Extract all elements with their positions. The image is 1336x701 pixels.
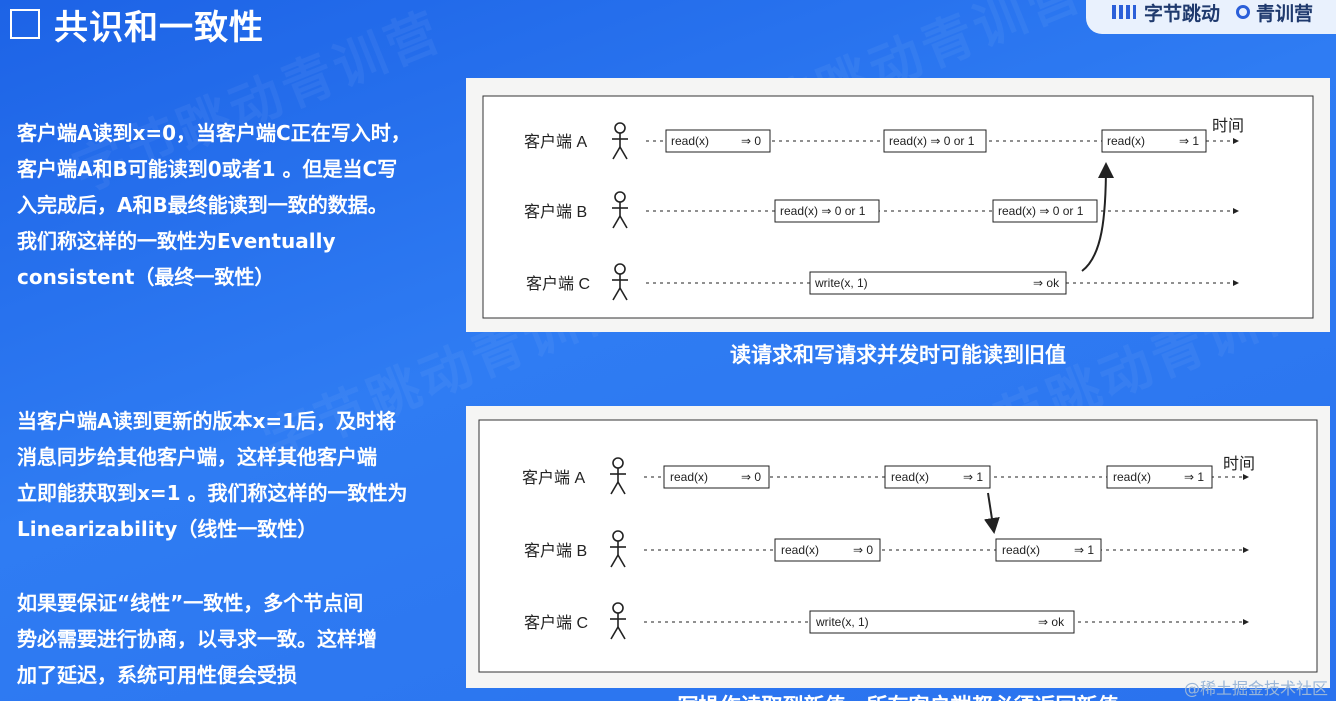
person-icon <box>612 122 628 160</box>
op-result: ⇒ 1 <box>963 470 983 484</box>
person-icon <box>610 530 626 568</box>
op-name: read(x) ⇒ 0 or 1 <box>998 204 1084 218</box>
client-label: 客户端 A <box>524 133 587 151</box>
client-label: 客户端 A <box>522 469 585 487</box>
person-icon <box>610 457 626 495</box>
caption-linear: 写操作读取到新值，所有客户端都必须返回新值 <box>466 690 1330 701</box>
op-result: ⇒ 0 <box>853 543 873 557</box>
op-box: read(x) ⇒ 0 or 1 <box>774 199 880 223</box>
op-box: read(x) ⇒ 0 <box>665 129 771 153</box>
title-text: 共识和一致性 <box>54 7 264 48</box>
op-box: read(x) ⇒ 1 <box>1101 129 1207 153</box>
op-result: ⇒ 0 <box>741 134 761 148</box>
time-label: 时间 <box>1212 117 1244 135</box>
client-c-row: 客户端 C write(x, 1) ⇒ ok <box>524 602 1249 640</box>
op-box: write(x, 1) ⇒ ok <box>809 610 1075 634</box>
op-box: read(x) ⇒ 0 <box>774 538 881 562</box>
person-icon <box>610 602 626 640</box>
sync-arrow <box>983 492 1000 534</box>
client-label: 客户端 C <box>524 614 588 632</box>
op-result: ⇒ ok <box>1038 615 1065 629</box>
op-box: read(x) ⇒ 0 or 1 <box>883 129 987 153</box>
op-box: read(x) ⇒ 1 <box>1106 465 1213 489</box>
client-label: 客户端 B <box>524 203 587 221</box>
op-box: write(x, 1) ⇒ ok <box>809 271 1067 295</box>
camp-name: 青训营 <box>1256 2 1314 25</box>
client-a-row: 客户端 A read(x) ⇒ 0 read(x) ⇒ 1 read(x) ⇒ … <box>522 457 1249 495</box>
client-a-row: 客户端 A read(x) ⇒ 0 read(x) ⇒ 0 or 1 read(… <box>524 122 1239 160</box>
client-b-row: 客户端 B read(x) ⇒ 0 read(x) ⇒ 1 <box>524 530 1249 568</box>
op-box: read(x) ⇒ 1 <box>995 538 1102 562</box>
brand-name: 字节跳动 <box>1144 2 1221 25</box>
op-result: ⇒ 1 <box>1074 543 1094 557</box>
brand-logo: 字节跳动 青训营 <box>1086 0 1336 34</box>
client-label: 客户端 C <box>526 275 590 293</box>
op-name: read(x) ⇒ 0 or 1 <box>780 204 866 218</box>
op-name: read(x) <box>670 470 708 484</box>
op-name: write(x, 1) <box>814 276 868 290</box>
site-watermark: @稀土掘金技术社区 <box>1183 679 1328 698</box>
op-name: read(x) <box>781 543 819 557</box>
page-title: 共识和一致性 <box>10 2 264 48</box>
time-label: 时间 <box>1223 455 1255 473</box>
op-name: read(x) <box>1107 134 1145 148</box>
bytedance-logo-icon <box>1112 5 1136 19</box>
op-name: read(x) <box>1113 470 1151 484</box>
op-name: write(x, 1) <box>815 615 869 629</box>
diagram-linear: 时间 客户端 A read(x) ⇒ 0 read(x) ⇒ 1 read(x) <box>466 406 1330 688</box>
op-box: read(x) ⇒ 1 <box>884 465 991 489</box>
paragraph-tradeoff: 如果要保证“线性”一致性，多个节点间 势必需要进行协商，以寻求一致。这样增 加了… <box>17 591 377 687</box>
client-label: 客户端 B <box>524 542 587 560</box>
caption-eventual: 读请求和写请求并发时可能读到旧值 <box>730 343 1066 367</box>
sync-arrow <box>1081 162 1114 272</box>
camp-logo-icon <box>1236 5 1251 19</box>
op-result: ⇒ 1 <box>1179 134 1199 148</box>
person-icon <box>612 191 628 229</box>
op-box: read(x) ⇒ 0 <box>663 465 770 489</box>
op-result: ⇒ 0 <box>741 470 761 484</box>
person-icon <box>612 263 628 301</box>
op-name: read(x) ⇒ 0 or 1 <box>889 134 975 148</box>
diagram-eventual: 时间 客户端 A read(x) ⇒ 0 read(x) ⇒ 0 or 1 re… <box>466 78 1330 332</box>
client-b-row: 客户端 B read(x) ⇒ 0 or 1 read(x) ⇒ 0 or 1 <box>524 191 1239 229</box>
checkbox-icon <box>10 9 40 39</box>
op-name: read(x) <box>891 470 929 484</box>
client-c-row: 客户端 C write(x, 1) ⇒ ok <box>526 263 1239 301</box>
op-name: read(x) <box>671 134 709 148</box>
op-result: ⇒ ok <box>1033 276 1060 290</box>
op-result: ⇒ 1 <box>1184 470 1204 484</box>
paragraph-eventual: 客户端A读到x=0，当客户端C正在写入时， 客户端A和B可能读到0或者1 。但是… <box>17 121 411 289</box>
op-name: read(x) <box>1002 543 1040 557</box>
op-box: read(x) ⇒ 0 or 1 <box>992 199 1098 223</box>
paragraph-linear: 当客户端A读到更新的版本x=1后，及时将 消息同步给其他客户端，这样其他客户端 … <box>17 409 408 541</box>
